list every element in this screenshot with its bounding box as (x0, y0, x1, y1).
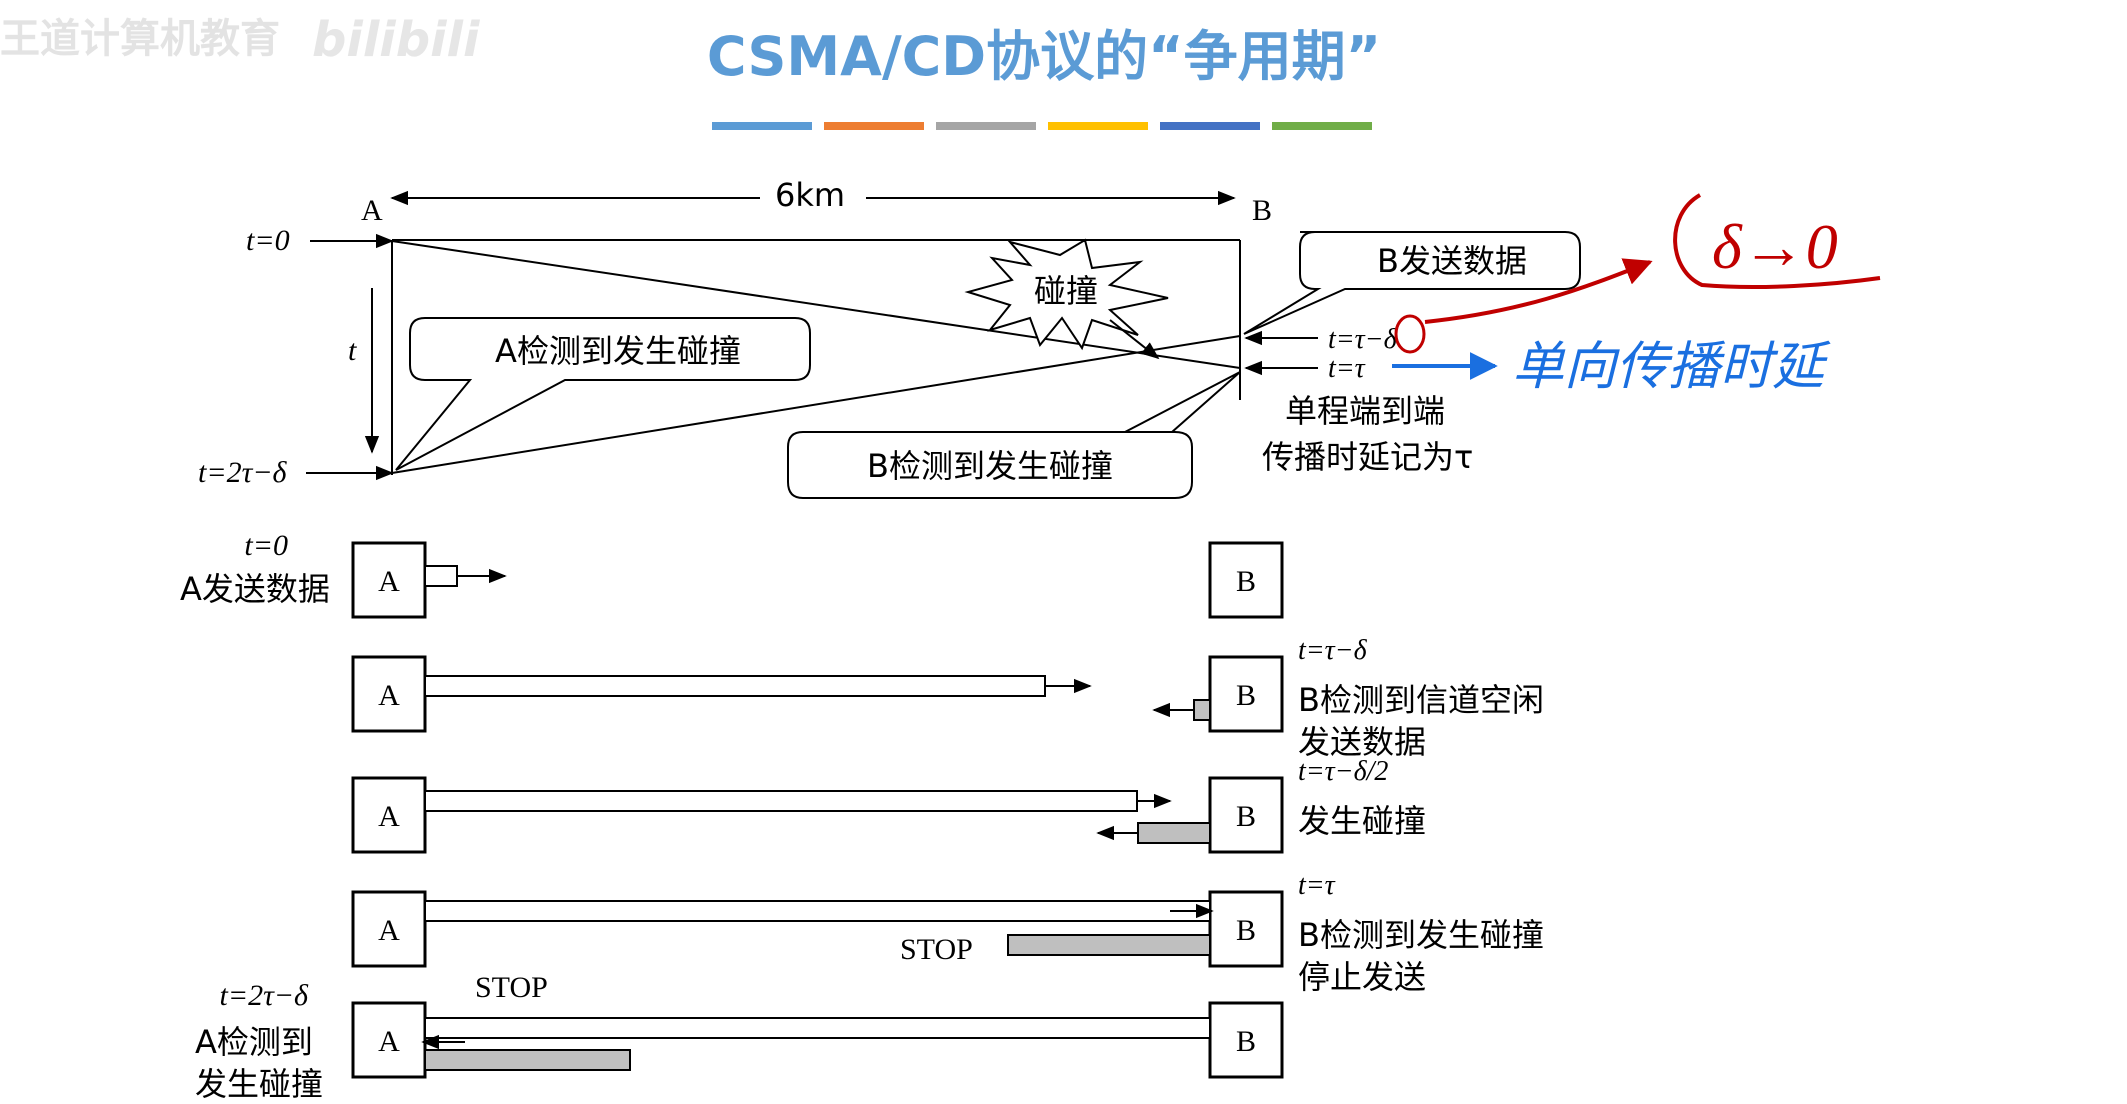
station-b-label: B (1236, 914, 1256, 947)
station-a-label: A (378, 679, 400, 712)
signal-b-to-a (391, 335, 1241, 474)
signal-a-to-b (391, 240, 1241, 369)
callout-b-detect-text: B检测到发生碰撞 (867, 447, 1113, 485)
node-b-label: B (1252, 194, 1272, 227)
watermark-text: 王道计算机教育 (0, 16, 280, 62)
callout-b-send-text: B发送数据 (1377, 242, 1527, 280)
station-a-label: A (378, 800, 400, 833)
red-arrow-stroke (1424, 258, 1653, 324)
note-line1: 单程端到端 (1285, 392, 1445, 430)
station-b-box (1208, 655, 1284, 733)
signal-b-short (1193, 699, 1211, 721)
station-b-label: B (1236, 565, 1256, 598)
accent-bar (1272, 122, 1372, 130)
timing-diagram: A B 6km t=0 t t=2τ−δ t=τ−δ t=τ 碰撞 B发送数据 (198, 176, 1881, 499)
station-b-box (1208, 890, 1284, 968)
node-a-label: A (361, 194, 383, 227)
collision-burst-shape (964, 238, 1169, 351)
right-desc-label: B检测到信道空闲 (1298, 681, 1544, 719)
red-circle-delta (1394, 314, 1426, 354)
station-b-label: B (1236, 800, 1256, 833)
callout-b-detect-shape (787, 371, 1241, 499)
station-b-label: B (1236, 679, 1256, 712)
slide-title: CSMA/CD协议的“争用期” (707, 25, 1381, 88)
accent-bar (1160, 122, 1260, 130)
collision-pointer (1109, 319, 1160, 360)
signal-a-long (424, 675, 1046, 697)
signal-b-block (1007, 934, 1211, 956)
left-desc-label: 发生碰撞 (195, 1065, 323, 1103)
left-time-label: t=2τ−δ (219, 979, 309, 1012)
callout-b-send-shape (1243, 231, 1581, 335)
station-b-box (1208, 541, 1284, 619)
station-b-box (1208, 1001, 1284, 1079)
callout-a-detect-text: A检测到发生碰撞 (495, 332, 741, 370)
right-desc-label: t=τ (1298, 870, 1336, 901)
signal-a-full (424, 900, 1211, 922)
station-a-label: A (378, 565, 400, 598)
watermark-logo: bilibili (312, 12, 480, 68)
station-a-box (351, 1001, 427, 1079)
signal-b-block (1137, 822, 1211, 844)
left-time-label: t=0 (244, 529, 288, 562)
accent-bar (712, 122, 812, 130)
stop-label: STOP (900, 933, 973, 966)
station-a-label: A (378, 1025, 400, 1058)
red-note: δ→0 (1712, 211, 1838, 282)
station-a-box (351, 776, 427, 854)
accent-bar (824, 122, 924, 130)
signal-b-block (424, 1049, 631, 1071)
station-a-label: A (378, 914, 400, 947)
callout-a-detect-shape (395, 317, 811, 471)
red-bracket (1673, 193, 1881, 290)
signal-a-short (424, 565, 458, 587)
station-a-box (351, 655, 427, 733)
left-desc-label: A发送数据 (180, 570, 330, 608)
title-accent-bars (712, 122, 1372, 130)
station-row: A Bt=τ−δ/2 发生碰撞 (351, 756, 1426, 854)
right-desc-label: B检测到发生碰撞 (1298, 916, 1544, 954)
station-b-label: B (1236, 1025, 1256, 1058)
station-a-box (351, 541, 427, 619)
right-desc-label: 发生碰撞 (1298, 802, 1426, 840)
station-b-box (1208, 776, 1284, 854)
right-desc-label: t=τ−δ (1298, 635, 1368, 666)
time-label-t0: t=0 (246, 224, 290, 257)
right-desc-label: t=τ−δ/2 (1298, 756, 1388, 787)
accent-bar (1048, 122, 1148, 130)
time-label-2tau-delta: t=2τ−δ (198, 456, 288, 489)
note-line2: 传播时延记为τ (1262, 438, 1473, 476)
station-a-box (351, 890, 427, 968)
blue-note: 单向传播时延 (1512, 337, 1831, 397)
distance-label: 6km (775, 176, 845, 214)
signal-a-long (424, 790, 1138, 812)
time-label-tau-delta: t=τ−δ (1328, 324, 1398, 355)
stop-label: STOP (475, 971, 548, 1004)
accent-bar (936, 122, 1036, 130)
collision-burst-label: 碰撞 (1034, 272, 1098, 310)
left-desc-label: A检测到 (195, 1023, 313, 1061)
signal-a-full (424, 1017, 1211, 1039)
time-axis-label: t (348, 334, 357, 367)
right-desc-label: 停止发送 (1298, 958, 1426, 996)
right-desc-label: 发送数据 (1298, 723, 1426, 761)
time-label-tau: t=τ (1328, 353, 1366, 384)
